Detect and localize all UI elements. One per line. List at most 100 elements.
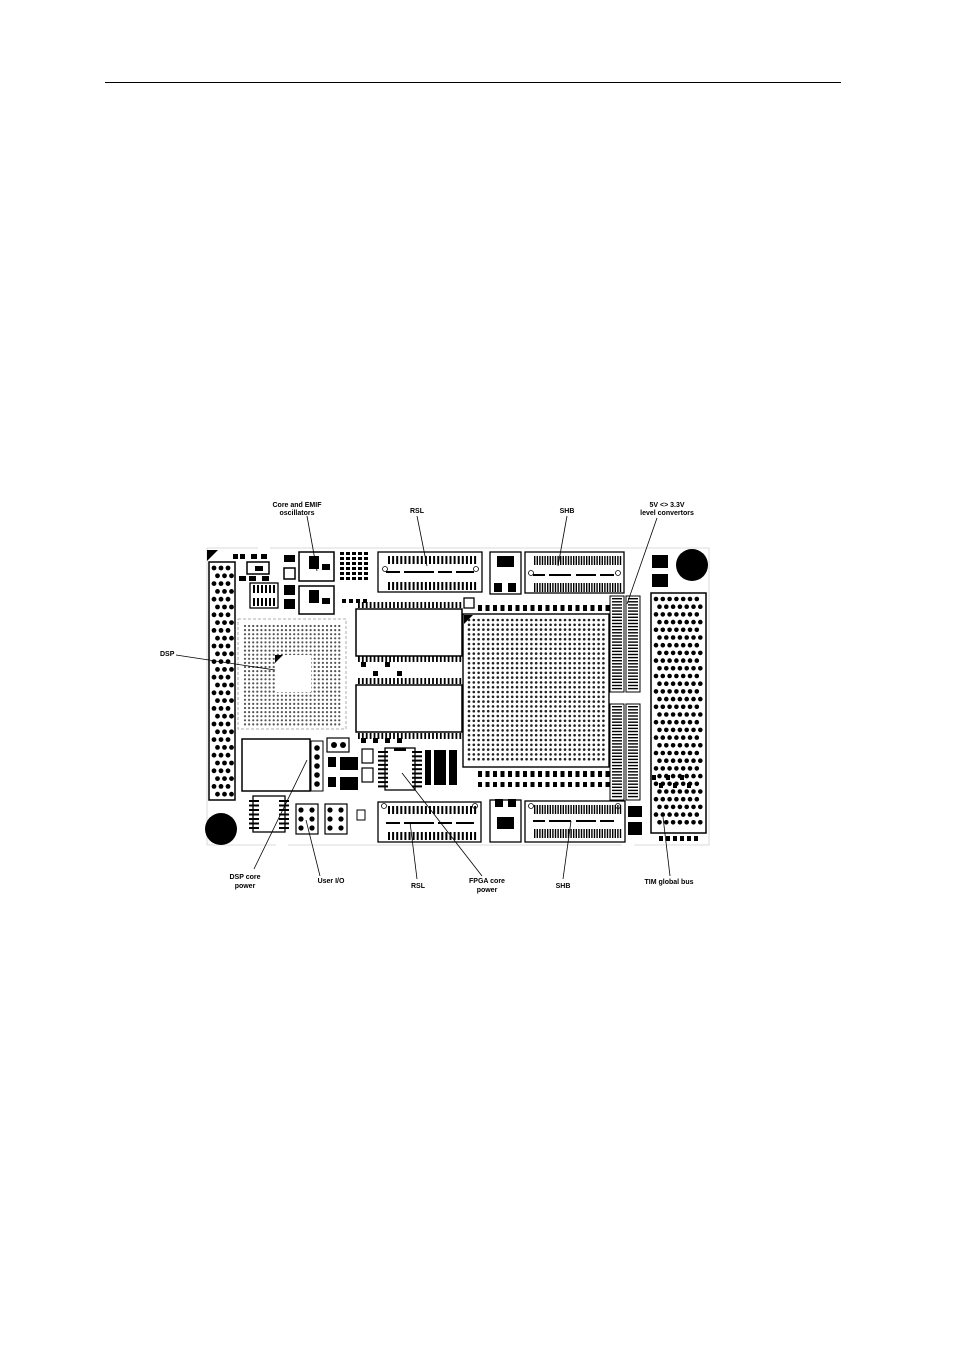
bga-ball xyxy=(260,674,263,677)
bga-ball xyxy=(554,623,557,627)
fpga-chip xyxy=(462,613,610,768)
rsl-pin xyxy=(396,556,399,564)
connector-pin xyxy=(691,773,696,779)
bga-ball xyxy=(525,661,528,665)
bga-ball xyxy=(602,729,605,732)
bga-ball xyxy=(330,661,333,665)
sdram-pin xyxy=(420,602,423,608)
connector-pin xyxy=(698,773,703,779)
label-tim-global-bus: TIM global bus xyxy=(645,879,694,886)
bga-ball xyxy=(534,757,538,761)
bga-ball xyxy=(563,753,567,756)
bga-ball xyxy=(313,629,316,632)
connector-pin xyxy=(687,658,693,663)
bga-ball xyxy=(482,666,485,670)
sdram-pin xyxy=(365,733,368,739)
sdram-pin xyxy=(455,678,458,684)
sdram-pin xyxy=(443,602,446,608)
shb-pin xyxy=(588,556,590,565)
shb-pin xyxy=(539,805,541,814)
bga-ball xyxy=(243,661,247,665)
sdram-pin xyxy=(361,602,364,608)
bga-ball xyxy=(243,706,247,710)
bga-ball xyxy=(467,633,471,636)
bga-ball xyxy=(520,738,524,742)
bga-ball xyxy=(530,705,533,708)
bga-ball xyxy=(573,676,576,679)
converter-pin xyxy=(628,786,638,788)
bga-ball xyxy=(330,702,333,706)
bga-ball xyxy=(252,624,255,628)
bga-ball xyxy=(534,642,538,646)
bga-ball xyxy=(554,705,557,708)
bga-ball xyxy=(248,641,251,644)
bga-ball xyxy=(597,618,600,622)
bga-ball xyxy=(592,709,596,713)
bga-ball xyxy=(472,709,476,713)
fpga-core-power-ic xyxy=(378,747,422,791)
connector-pin xyxy=(222,682,227,688)
bga-ball xyxy=(297,629,300,632)
bga-ball xyxy=(597,757,600,761)
shb-pin xyxy=(549,583,551,592)
rsl-pin xyxy=(433,582,436,590)
bga-ball xyxy=(554,666,557,670)
bga-ball xyxy=(284,702,288,706)
sdram-pin xyxy=(361,656,364,662)
shb-pin xyxy=(583,805,585,814)
bga-ball xyxy=(515,671,519,675)
rsl-pin xyxy=(433,806,436,814)
smd-pad xyxy=(560,605,565,611)
resistor-pad xyxy=(346,567,350,570)
bga-ball xyxy=(268,657,271,660)
bga-ball xyxy=(256,670,259,673)
bga-ball xyxy=(301,711,304,714)
shb-pin xyxy=(565,583,567,592)
bga-ball xyxy=(248,723,251,726)
bga-ball xyxy=(477,700,480,703)
connector-pin xyxy=(677,681,683,686)
bga-ball xyxy=(534,661,538,665)
connector-pin xyxy=(684,604,689,609)
smd-pad xyxy=(605,605,610,611)
bga-ball xyxy=(317,641,320,644)
bga-ball xyxy=(520,733,524,737)
bga-ball xyxy=(582,705,586,708)
bga-ball xyxy=(313,711,316,714)
bga-ball xyxy=(558,647,562,651)
bga-ball xyxy=(592,633,596,636)
shb-pin xyxy=(606,556,609,565)
bga-ball xyxy=(264,715,267,718)
bga-ball xyxy=(491,685,495,689)
resistor-pad xyxy=(340,552,344,555)
bga-ball xyxy=(472,738,476,742)
bga-ball xyxy=(260,702,263,706)
regulator-pin xyxy=(265,585,267,593)
bga-ball xyxy=(264,678,267,681)
bga-ball xyxy=(293,633,296,636)
bga-ball xyxy=(539,719,543,723)
bga-ball xyxy=(539,695,543,699)
bga-ball xyxy=(268,686,271,689)
bga-ball xyxy=(568,709,572,713)
bga-ball xyxy=(264,657,267,660)
bga-ball xyxy=(510,733,514,737)
converter-pin xyxy=(612,619,622,622)
connector-pin xyxy=(680,658,686,663)
bga-ball xyxy=(467,690,471,694)
bga-ball xyxy=(539,685,543,689)
resistor-pad xyxy=(364,572,368,575)
bga-ball xyxy=(482,705,485,708)
bga-ball xyxy=(264,649,267,652)
bga-ball xyxy=(243,629,247,632)
bga-ball xyxy=(544,637,548,641)
bga-ball xyxy=(558,700,562,703)
bga-ball xyxy=(578,647,581,651)
bga-ball xyxy=(568,618,572,622)
bga-ball xyxy=(582,757,586,761)
bga-ball xyxy=(520,705,524,708)
bga-ball xyxy=(486,719,490,723)
bga-ball xyxy=(563,633,567,636)
bga-ball xyxy=(330,629,333,632)
sdram-pin xyxy=(361,678,364,684)
